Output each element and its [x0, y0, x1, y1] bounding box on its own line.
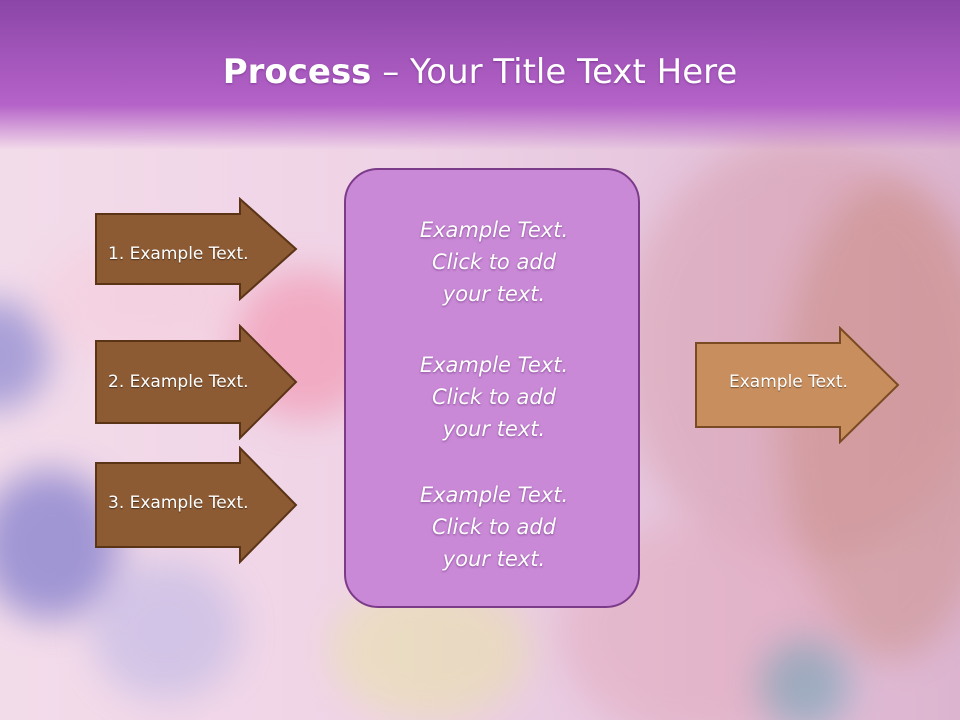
center-text-block-1: Example Text. Click to add your text. [346, 214, 642, 310]
center-text-line: Example Text. [419, 483, 569, 507]
left-arrow-2-label: 2. Example Text. [108, 372, 249, 392]
center-text-block-3: Example Text. Click to add your text. [346, 479, 642, 575]
center-text-line: Example Text. [419, 218, 569, 242]
left-arrow-1[interactable] [94, 197, 298, 301]
left-arrow-2[interactable] [94, 324, 298, 440]
right-arrow-label: Example Text. [729, 372, 848, 392]
center-text-line: Example Text. [419, 353, 569, 377]
background-blob [0, 300, 50, 410]
title-bold: Process [222, 52, 372, 92]
center-text-line: Click to add [431, 250, 556, 274]
background-blob [90, 560, 240, 700]
center-text-line: your text. [442, 417, 546, 441]
left-arrow-3-label: 3. Example Text. [108, 493, 249, 513]
slide-title[interactable]: Process – Your Title Text Here [0, 52, 960, 92]
left-arrow-1-label: 1. Example Text. [108, 244, 249, 264]
center-text-line: Click to add [431, 385, 556, 409]
center-text-box[interactable]: Example Text. Click to add your text. Ex… [344, 168, 640, 608]
center-text-line: your text. [442, 547, 546, 571]
center-text-block-2: Example Text. Click to add your text. [346, 349, 642, 445]
title-band [0, 0, 960, 150]
center-text-line: Click to add [431, 515, 556, 539]
left-arrow-3[interactable] [94, 446, 298, 564]
title-rest: – Your Title Text Here [371, 52, 738, 92]
center-text-line: your text. [442, 282, 546, 306]
background-blob [760, 640, 850, 720]
right-arrow[interactable] [694, 326, 900, 444]
